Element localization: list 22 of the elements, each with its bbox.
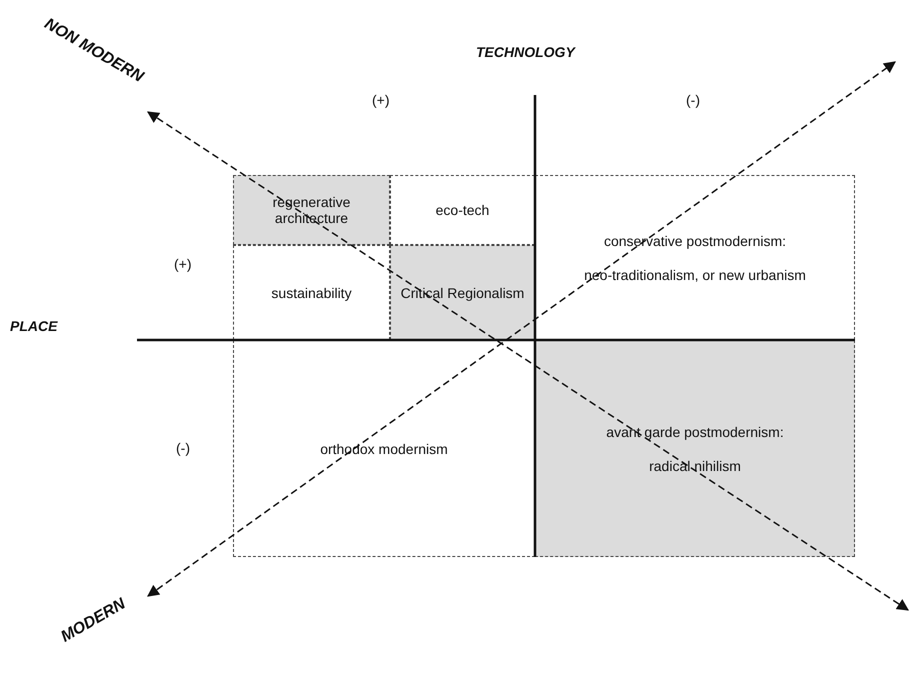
axis-title: TECHNOLOGY (476, 44, 575, 60)
cell-text: eco-tech (434, 201, 490, 220)
quadrant-cell (390, 245, 535, 340)
cell-heading: avant garde postmodernism: (605, 422, 785, 442)
cell-text: orthodox modernism (319, 440, 449, 458)
quadrant-cell (233, 340, 535, 557)
sign-label: (-) (686, 92, 700, 108)
cell-text: radical nihilism (648, 456, 742, 476)
quadrant-cell (390, 175, 535, 245)
sign-label: (-) (176, 440, 190, 456)
sign-label: (+) (174, 256, 192, 272)
quadrant-cell (535, 340, 855, 557)
cell-text: Critical Regionalism (400, 284, 526, 302)
sign-label: (+) (372, 92, 390, 108)
cell-heading: conservative postmodernism: (602, 232, 788, 250)
cell-text: regenerative architecture (272, 193, 352, 228)
cell-text: neo-traditionalism, or new urbanism (583, 266, 807, 284)
axis-title: PLACE (10, 318, 58, 334)
quadrant-cell (233, 175, 390, 245)
cell-text: sustainability (270, 284, 353, 302)
quadrant-cell (535, 175, 855, 340)
quadrant-cell (233, 245, 390, 340)
